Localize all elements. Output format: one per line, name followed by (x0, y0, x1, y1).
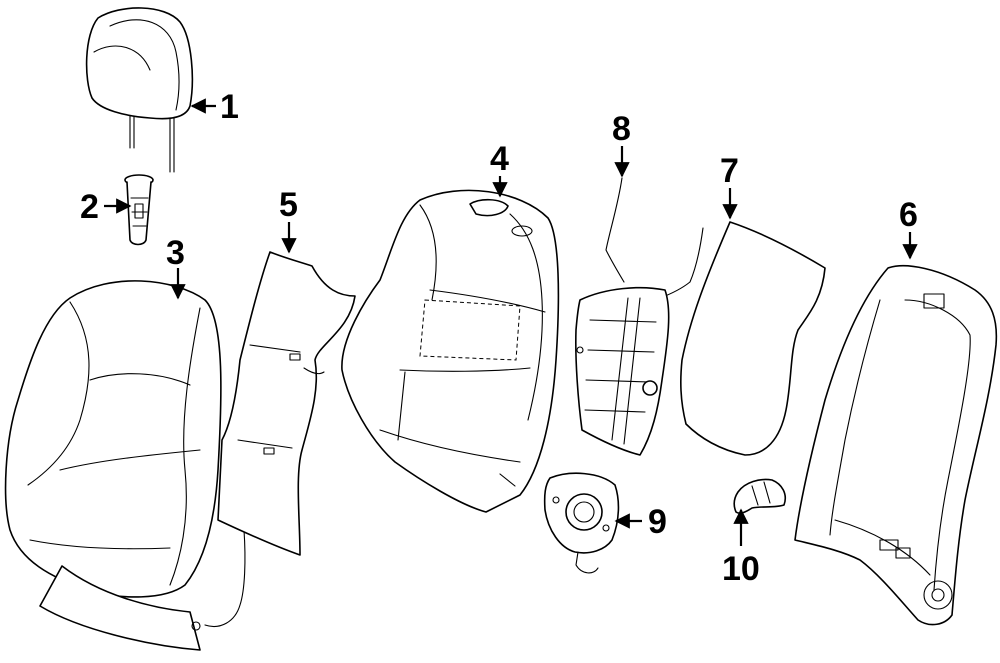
callout-10: 10 (722, 550, 760, 588)
callout-5: 5 (279, 186, 298, 224)
callout-3: 3 (166, 234, 185, 272)
callout-8: 8 (612, 110, 631, 148)
callout-labels: 1 2 3 4 5 6 7 8 9 10 (80, 88, 918, 588)
headrest-guide-part (124, 174, 154, 246)
callout-1: 1 (220, 88, 239, 126)
callout-6: 6 (899, 196, 918, 234)
handle-clip-part (733, 478, 787, 515)
callout-2: 2 (80, 188, 99, 226)
seat-heater-pad-part (217, 251, 356, 556)
seatback-cover-part (341, 189, 560, 513)
callout-9: 9 (648, 503, 667, 541)
headrest-part (85, 7, 194, 173)
recliner-part (543, 472, 620, 574)
seatback-frame-part (794, 265, 998, 626)
callout-7: 7 (720, 152, 739, 190)
seatback-pad-part (680, 221, 826, 456)
cushion-cover-part (4, 280, 246, 651)
lumbar-support-part (575, 177, 704, 456)
callout-leaders (104, 98, 918, 546)
callout-4: 4 (490, 140, 509, 178)
